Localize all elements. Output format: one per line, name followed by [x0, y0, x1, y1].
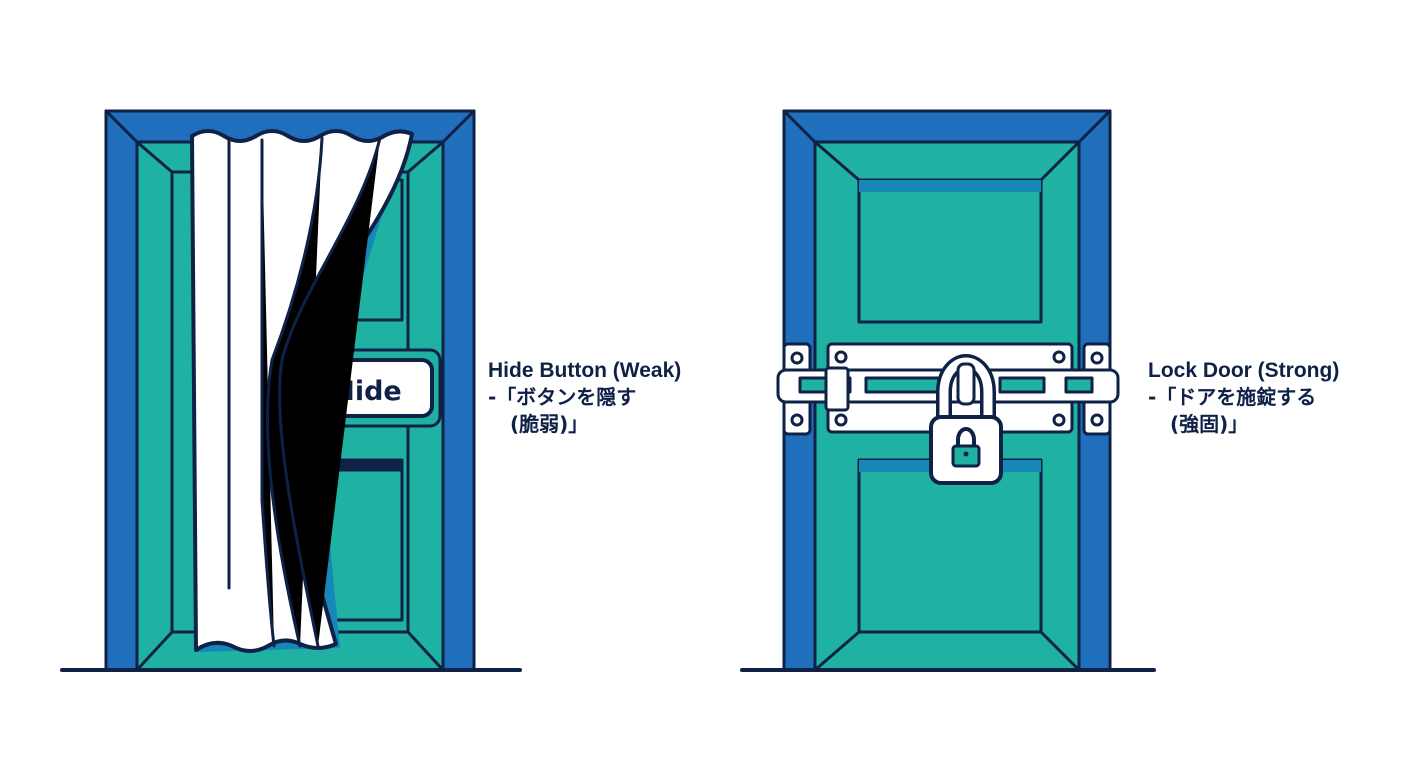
weak-label-jp: -「ボタンを隠す — [488, 385, 637, 409]
lock-keyhole-icon — [951, 427, 981, 468]
weak-label-jp-note: (脆弱)」 — [510, 412, 589, 436]
weak-label: Hide Button (Weak) -「ボタンを隠す (脆弱)」 — [488, 357, 681, 438]
strong-label-jp: -「ドアを施錠する — [1148, 385, 1317, 409]
curtain-icon — [190, 129, 414, 653]
strong-door — [740, 109, 1156, 672]
weak-label-title: Hide Button (Weak) — [488, 359, 682, 382]
weak-door: Hide — [60, 109, 522, 672]
strong-label-jp-note: (強固)」 — [1170, 412, 1249, 436]
strong-label-title: Lock Door (Strong) — [1148, 359, 1340, 382]
padlock-icon — [929, 354, 1003, 485]
strong-label: Lock Door (Strong) -「ドアを施錠する (強固)」 — [1148, 357, 1339, 438]
